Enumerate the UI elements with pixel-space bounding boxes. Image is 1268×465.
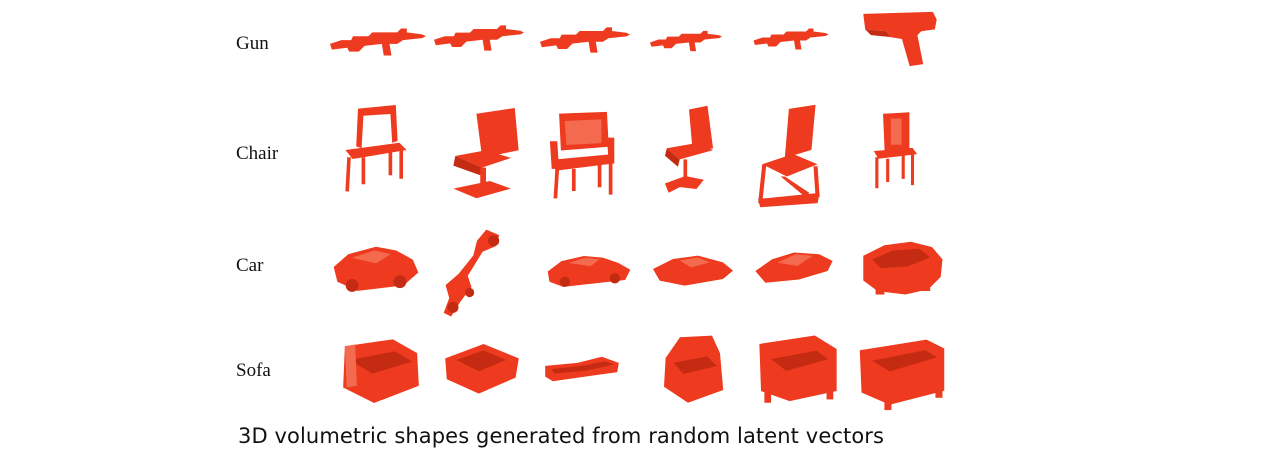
gun-shape-5	[753, 28, 829, 50]
figure-caption: 3D volumetric shapes generated from rand…	[238, 424, 885, 448]
gun-shape-3	[540, 27, 630, 53]
car-shape-6	[863, 241, 943, 295]
sofa-shape-5	[759, 335, 837, 403]
row-label-sofa: Sofa	[236, 360, 271, 381]
row-label-chair: Chair	[236, 143, 279, 164]
row-label-car: Car	[236, 255, 264, 276]
sofa-shape-6	[859, 339, 945, 411]
car-shape-2	[443, 229, 500, 317]
chair-shape-2	[453, 108, 519, 199]
chair-shape-3	[549, 111, 615, 199]
sofa-shape-1	[343, 339, 419, 403]
chair-shape-6	[873, 112, 918, 189]
chair-shape-5	[758, 104, 820, 208]
gun-shape-6	[863, 11, 937, 67]
gun-shape-2	[434, 25, 524, 51]
sofa-shape-3	[545, 356, 619, 382]
chair-shape-1	[345, 105, 407, 192]
gun-shape-1	[330, 28, 426, 56]
car-shape-3	[547, 255, 631, 287]
chair-shape-4	[664, 105, 714, 193]
sofa-shape-2	[445, 344, 519, 394]
car-shape-4	[653, 255, 733, 286]
sofa-shape-4	[664, 335, 724, 403]
car-shape-1	[333, 246, 419, 292]
row-label-gun: Gun	[236, 33, 269, 54]
gun-shape-4	[650, 30, 722, 52]
car-shape-5	[755, 252, 833, 283]
